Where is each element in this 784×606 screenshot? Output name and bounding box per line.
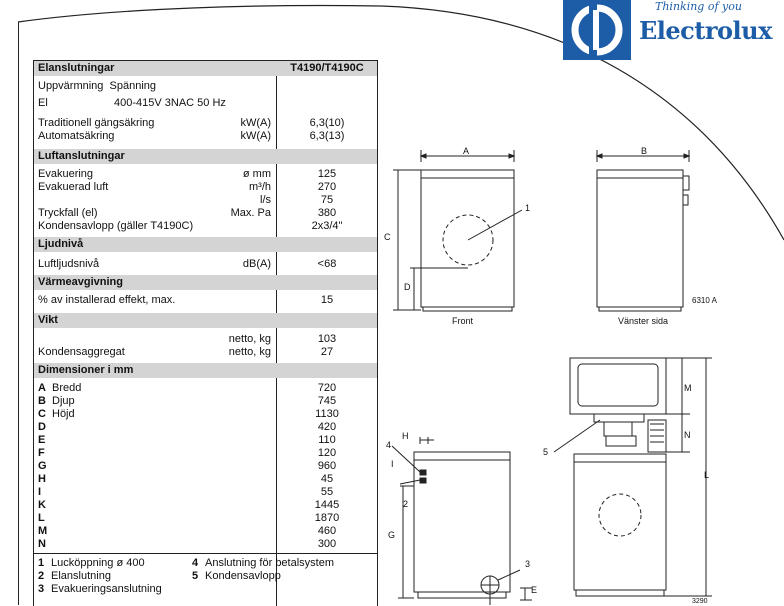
callout-1: 1 [525,203,531,213]
callout-3: 3 [525,559,531,569]
dim-label-g: G [388,530,396,540]
section-header-sound: Ljudnivå [34,237,377,252]
rear-view-drawing [391,437,532,605]
dim-label-a: A [463,146,470,156]
condenser-view-drawing [553,357,712,597]
side-caption: Vänster sida [618,316,669,326]
side-view-drawing [595,150,691,312]
front-view-drawing [393,150,523,312]
column-separator [276,61,277,606]
el-row: El 400-415V 3NAC 50 Hz [38,97,226,109]
dim-label-h: H [402,431,409,441]
brand-logo: Thinking of you Electrolux [563,0,784,60]
heating-row: Uppvärmning Spänning [38,80,157,92]
spec-row: % av installerad effekt, max.15 [38,294,334,306]
dim-label-d: D [404,282,411,292]
section-header-dimensions: Dimensioner i mm [34,363,377,378]
page-left-border [18,22,19,605]
corner-code: 3290 [692,598,708,605]
section-header-weight: Vikt [34,313,377,328]
callout-5: 5 [543,447,549,457]
section-header-electrical: Elanslutningar T4190/T4190C [34,61,377,76]
dim-label-b: B [641,146,648,156]
dim-label-m: M [684,383,692,393]
brand-name: Electrolux [639,16,772,45]
callout-2: 2 [403,499,409,509]
drawing-code: 6310 A [692,296,717,305]
spec-row: Kondensavlopp (gäller T4190C)2x3/4" [38,220,343,232]
dim-label-l: L [704,470,710,480]
electrolux-logo-icon [563,0,631,60]
legend-divider [34,553,377,554]
spec-table: Elanslutningar T4190/T4190C Uppvärmning … [33,60,378,606]
dim-label-c: C [384,232,391,242]
section-header-heat: Värmeavgivning [34,275,377,290]
front-caption: Front [452,316,474,326]
section-header-air: Luftanslutningar [34,149,377,164]
dim-label-n: N [684,430,691,440]
dim-label-i: I [391,459,394,469]
callout-4: 4 [386,440,392,450]
brand-tagline: Thinking of you [655,0,742,13]
dim-label-e: E [531,585,538,595]
